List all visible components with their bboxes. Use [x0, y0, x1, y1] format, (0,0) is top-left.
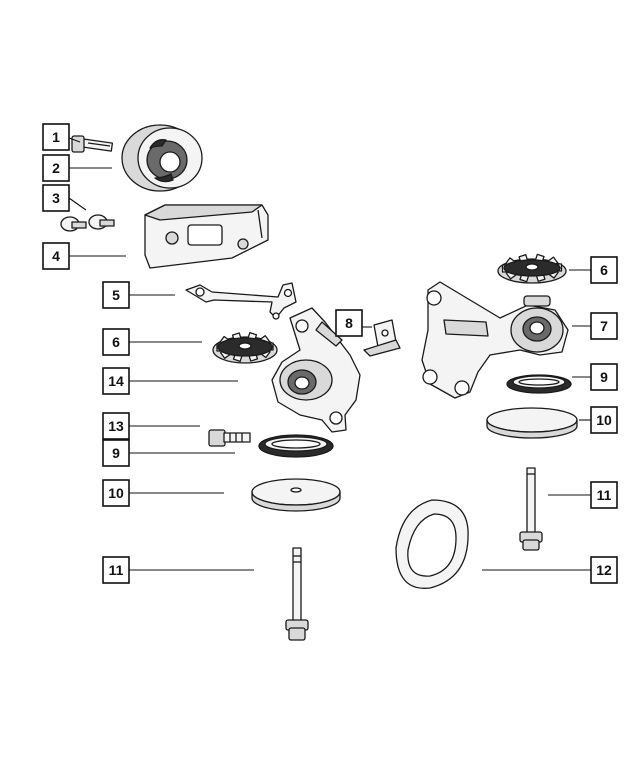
callout-label: 13: [108, 418, 124, 434]
callout-label: 2: [52, 160, 60, 176]
part-3-bolts: [60, 214, 115, 232]
part-9-ring-right: [506, 374, 572, 394]
leader-lines: [68, 137, 591, 571]
callout-14: 14: [102, 367, 130, 395]
part-13-bolt: [208, 429, 251, 447]
part-10-disc-right: [486, 407, 578, 439]
part-2-bushing: [121, 124, 203, 192]
callout-10-right: 10: [590, 406, 618, 434]
part-6-isolator-right: [497, 253, 567, 284]
callout-8: 8: [335, 309, 363, 337]
callout-label: 9: [112, 445, 120, 461]
part-12-wave-washer: [395, 499, 469, 589]
callout-12: 12: [590, 556, 618, 584]
part-8-clip: [363, 319, 401, 357]
callout-5: 5: [102, 281, 130, 309]
part-11-long-bolt-right: [519, 467, 543, 551]
callout-6-right: 6: [590, 256, 618, 284]
callout-13: 13: [102, 412, 130, 440]
callout-4: 4: [42, 242, 70, 270]
callout-label: 14: [108, 373, 124, 389]
callout-11-right: 11: [590, 481, 618, 509]
part-14-mount: [271, 307, 361, 433]
callout-9-right: 9: [590, 363, 618, 391]
callout-label: 1: [52, 129, 60, 145]
callout-label: 11: [109, 562, 124, 578]
part-6-isolator-left: [212, 332, 278, 364]
callout-3: 3: [42, 184, 70, 212]
callout-7: 7: [590, 312, 618, 340]
part-11-long-bolt-left: [285, 547, 309, 641]
callout-6-left: 6: [102, 328, 130, 356]
callout-9-left: 9: [102, 439, 130, 467]
callout-label: 12: [596, 562, 612, 578]
callout-label: 8: [345, 315, 353, 331]
callout-label: 3: [52, 190, 60, 206]
callout-label: 7: [600, 318, 608, 334]
callout-2: 2: [42, 154, 70, 182]
callout-label: 4: [52, 248, 60, 264]
part-1-bolt: [71, 135, 114, 153]
callout-label: 10: [108, 485, 124, 501]
callout-11-left: 11: [102, 556, 130, 584]
callout-10-left: 10: [102, 479, 130, 507]
part-4-bracket: [144, 204, 269, 269]
callout-label: 11: [597, 487, 612, 503]
callout-label: 10: [596, 412, 612, 428]
part-10-disc-left: [251, 478, 341, 512]
callout-label: 5: [112, 287, 120, 303]
part-5-strap-bracket: [185, 282, 297, 320]
callout-label: 6: [600, 262, 608, 278]
part-7-mount-right: [421, 281, 569, 399]
callout-label: 9: [600, 369, 608, 385]
callout-label: 6: [112, 334, 120, 350]
part-9-ring-left: [258, 434, 334, 458]
callout-1: 1: [42, 123, 70, 151]
